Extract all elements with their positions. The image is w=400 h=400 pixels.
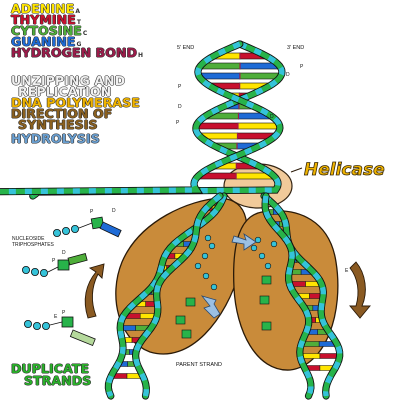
right-direction-arrow (349, 261, 371, 319)
base-block (99, 221, 122, 238)
base-a (301, 353, 321, 359)
topic-hydrolysis: HYDROLYSIS (11, 131, 100, 146)
topic-direction-line1: DIRECTION OF (11, 106, 113, 121)
right-daughter-strand-segments (262, 195, 314, 398)
legend-cytosine-mark: C (82, 30, 88, 37)
left-direction-arrow (84, 263, 105, 319)
sugar-block (61, 316, 74, 328)
mark-d: D (286, 72, 290, 78)
mark-d: D (62, 250, 66, 256)
legend-cytosine: CYTOSINEC (11, 24, 87, 40)
mark-p: P (90, 209, 94, 215)
phosphate-bead (23, 319, 32, 328)
mark-p: P (178, 84, 182, 90)
legend-guanine-label: GUANINE (11, 34, 76, 49)
mark-e: E (345, 268, 349, 274)
base-t (195, 122, 239, 130)
legend-hydrogen-bond-label: HYDROGEN BOND (11, 45, 138, 60)
mark-e: E (54, 314, 58, 320)
legend-cytosine-label: CYTOSINE (11, 23, 82, 38)
upper-blue-arrow (231, 233, 257, 251)
legend-hydrogen-bond: HYDROGEN BONDH (11, 46, 143, 62)
mark-d: D (178, 104, 182, 110)
base-block (67, 252, 88, 266)
nucleotide-chain-middle (21, 252, 88, 277)
mark-p: P (300, 64, 304, 70)
legend-adenine-mark: A (75, 8, 81, 15)
base-a (237, 122, 281, 130)
phosphate-bead (53, 228, 62, 237)
nucleoside-label-line1: NUCLEOSIDE (12, 236, 45, 242)
legend-thymine-mark: T (76, 19, 82, 26)
topic-duplicate-line2: STRANDS (24, 373, 92, 388)
upper-strand-two-segments (0, 41, 283, 195)
base-block (69, 329, 96, 347)
topic-duplicate-line1: DUPLICATE (11, 361, 90, 376)
left-parent-strand-segments (105, 194, 227, 398)
phosphate-bead (62, 226, 71, 235)
base-g (121, 325, 136, 331)
nucleotide-chain-bottom (23, 316, 96, 347)
phosphate-bead (21, 265, 30, 274)
topic-unzipping-line1: UNZIPPING AND (11, 73, 126, 88)
free-nucleotides-right (250, 236, 278, 331)
helicase-pointer-line (290, 167, 303, 173)
topic-dna-polymerase: DNA POLYMERASE (11, 95, 140, 110)
legend-adenine-label: ADENINE (11, 1, 75, 16)
phosphate-bead (40, 268, 49, 277)
mark-d: D (270, 114, 274, 120)
five-prime-end-label: 5' END (177, 45, 194, 51)
mark-p: P (176, 120, 180, 126)
base-t (319, 353, 338, 359)
mark-p: P (62, 310, 66, 316)
phosphate-bead (71, 224, 80, 233)
sugar-block (57, 259, 70, 271)
phosphate-bead (33, 321, 42, 330)
mark-d: D (112, 208, 116, 214)
nucleotide-chain-top (53, 216, 122, 238)
legend-guanine-mark: G (76, 41, 82, 48)
phosphate-bead (30, 267, 39, 276)
legend-guanine: GUANINEG (11, 35, 82, 51)
backbone-strands-group (0, 40, 344, 400)
legend-thymine: THYMINET (11, 13, 81, 29)
right-parent-strand-segments (262, 193, 343, 397)
nucleoside-label-line2: TRIPHOSPHATES (12, 242, 55, 248)
three-prime-end-label: 3' END (287, 45, 304, 51)
topic-direction-line2: SYNTHESIS (18, 117, 98, 132)
phosphate-bead (42, 321, 51, 330)
legend-adenine: ADENINEA (11, 2, 80, 18)
mark-p: P (52, 258, 56, 264)
legend-hydrogen-bond-mark: H (138, 52, 144, 59)
lower-blue-arrow (200, 295, 221, 319)
legend-thymine-label: THYMINE (11, 12, 76, 27)
helicase-label: Helicase (304, 160, 385, 180)
parent-strand-label: PARENT STRAND (176, 362, 222, 368)
helicase-body (223, 163, 293, 209)
free-nucleotides-left (175, 234, 218, 339)
upper-strand-one-segments (31, 41, 285, 199)
topic-unzipping-line2: REPLICATION (18, 84, 112, 99)
left-daughter-strand-segments (132, 193, 222, 397)
